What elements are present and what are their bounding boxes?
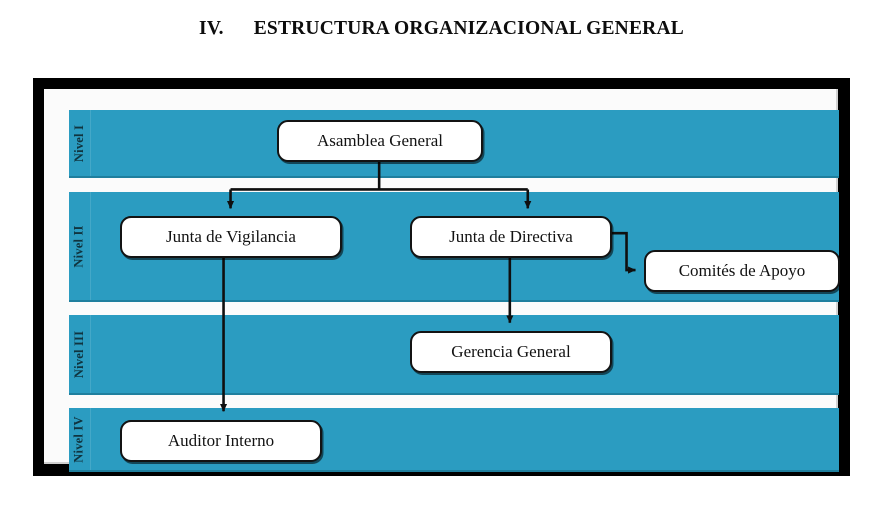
node-label: Auditor Interno <box>167 431 275 450</box>
node-label: Junta de Vigilancia <box>166 227 296 246</box>
page-title: IV. ESTRUCTURA ORGANIZACIONAL GENERAL <box>0 18 883 40</box>
title-text: ESTRUCTURA ORGANIZACIONAL GENERAL <box>253 18 684 39</box>
level-label-text: Nivel II <box>72 224 87 268</box>
level-label-nivel-1: Nivel I <box>69 110 91 176</box>
node-gerencia-general[interactable]: Gerencia General <box>410 331 612 373</box>
title-number: IV. <box>199 18 224 39</box>
org-chart-canvas: Nivel I Nivel II Nivel III Nivel IV <box>44 89 840 472</box>
level-label-text: Nivel III <box>72 330 87 378</box>
node-junta-de-directiva[interactable]: Junta de Directiva <box>410 216 612 258</box>
level-label-nivel-4: Nivel IV <box>69 408 91 470</box>
node-label: Asamblea General <box>316 131 444 150</box>
node-label: Comités de Apoyo <box>678 261 806 280</box>
node-label: Gerencia General <box>451 342 571 361</box>
node-comites-de-apoyo[interactable]: Comités de Apoyo <box>644 250 840 292</box>
node-label: Junta de Directiva <box>449 227 573 246</box>
node-auditor-interno[interactable]: Auditor Interno <box>120 420 322 462</box>
level-label-nivel-3: Nivel III <box>69 315 91 393</box>
level-label-text: Nivel I <box>72 124 87 162</box>
node-junta-de-vigilancia[interactable]: Junta de Vigilancia <box>120 216 342 258</box>
org-chart-figure: Nivel I Nivel II Nivel III Nivel IV <box>33 78 850 476</box>
node-asamblea-general[interactable]: Asamblea General <box>277 120 483 162</box>
level-label-text: Nivel IV <box>72 415 87 463</box>
level-label-nivel-2: Nivel II <box>69 192 91 300</box>
